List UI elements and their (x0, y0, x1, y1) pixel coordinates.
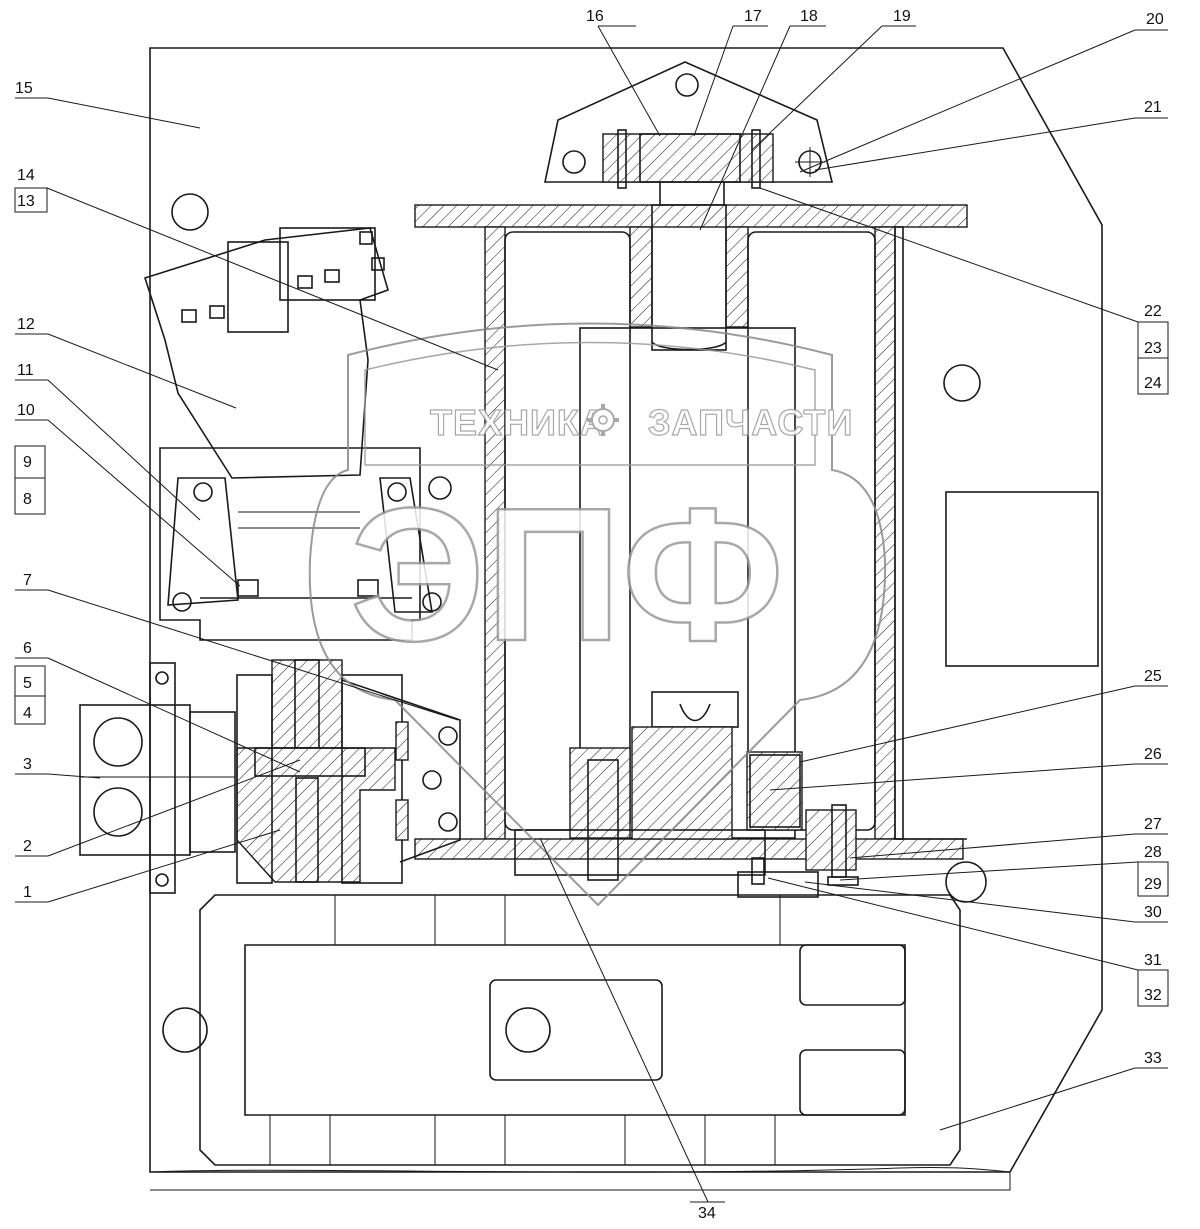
callout-17: 17 (744, 8, 762, 25)
callout-11: 11 (17, 362, 34, 379)
top-bracket (544, 61, 834, 206)
callout-21: 21 (1144, 99, 1162, 116)
callout-23: 23 (1144, 340, 1162, 357)
watermark-text-right: ЗАПЧАСТИ (648, 402, 853, 443)
callout-19: 19 (893, 8, 911, 25)
callout-10: 10 (17, 402, 35, 419)
motor-assembly (143, 227, 452, 641)
callout-22: 22 (1144, 303, 1162, 320)
gear-icon (587, 404, 619, 436)
callout-25: 25 (1144, 668, 1162, 685)
watermark-logo: ЭПФ (350, 469, 784, 681)
lower-gearbox (162, 894, 961, 1166)
callout-26: 26 (1144, 746, 1162, 763)
callout-34: 34 (698, 1205, 716, 1222)
callout-1: 1 (23, 884, 32, 901)
frame-plate (149, 47, 1103, 1191)
limit-switch-pair (79, 662, 236, 894)
callout-20: 20 (1146, 11, 1164, 28)
callout-30: 30 (1144, 904, 1162, 921)
callout-13: 13 (17, 193, 35, 210)
callout-27: 27 (1144, 816, 1162, 833)
callout-6: 6 (23, 640, 32, 657)
callout-2: 2 (23, 838, 32, 855)
callout-4: 4 (23, 705, 32, 722)
callout-32: 32 (1144, 987, 1162, 1004)
callout-24: 24 (1144, 375, 1162, 392)
callout-14: 14 (17, 167, 35, 184)
watermark: ТЕХНИКА ЗАПЧАСТИ ЭПФ (308, 322, 887, 907)
callout-16: 16 (586, 8, 604, 25)
callout-5: 5 (23, 675, 32, 692)
callout-9: 9 (23, 454, 32, 471)
callout-31: 31 (1144, 952, 1162, 969)
coupling-assembly (236, 659, 461, 884)
callout-8: 8 (23, 491, 32, 508)
callout-18: 18 (800, 8, 818, 25)
watermark-shield (308, 322, 887, 907)
leader-lines (14, 25, 1169, 1203)
callout-12: 12 (17, 316, 35, 333)
lower-gear-assembly (514, 691, 987, 903)
watermark-text-left: ТЕХНИКА (430, 402, 607, 443)
callout-28: 28 (1144, 844, 1162, 861)
callout-29: 29 (1144, 876, 1162, 893)
callout-33: 33 (1144, 1050, 1162, 1067)
callout-labels: 16 17 18 19 20 21 22 23 24 15 14 13 12 1… (15, 8, 1164, 1222)
callout-15: 15 (15, 80, 33, 97)
callout-3: 3 (23, 756, 32, 773)
callout-7: 7 (23, 572, 32, 589)
